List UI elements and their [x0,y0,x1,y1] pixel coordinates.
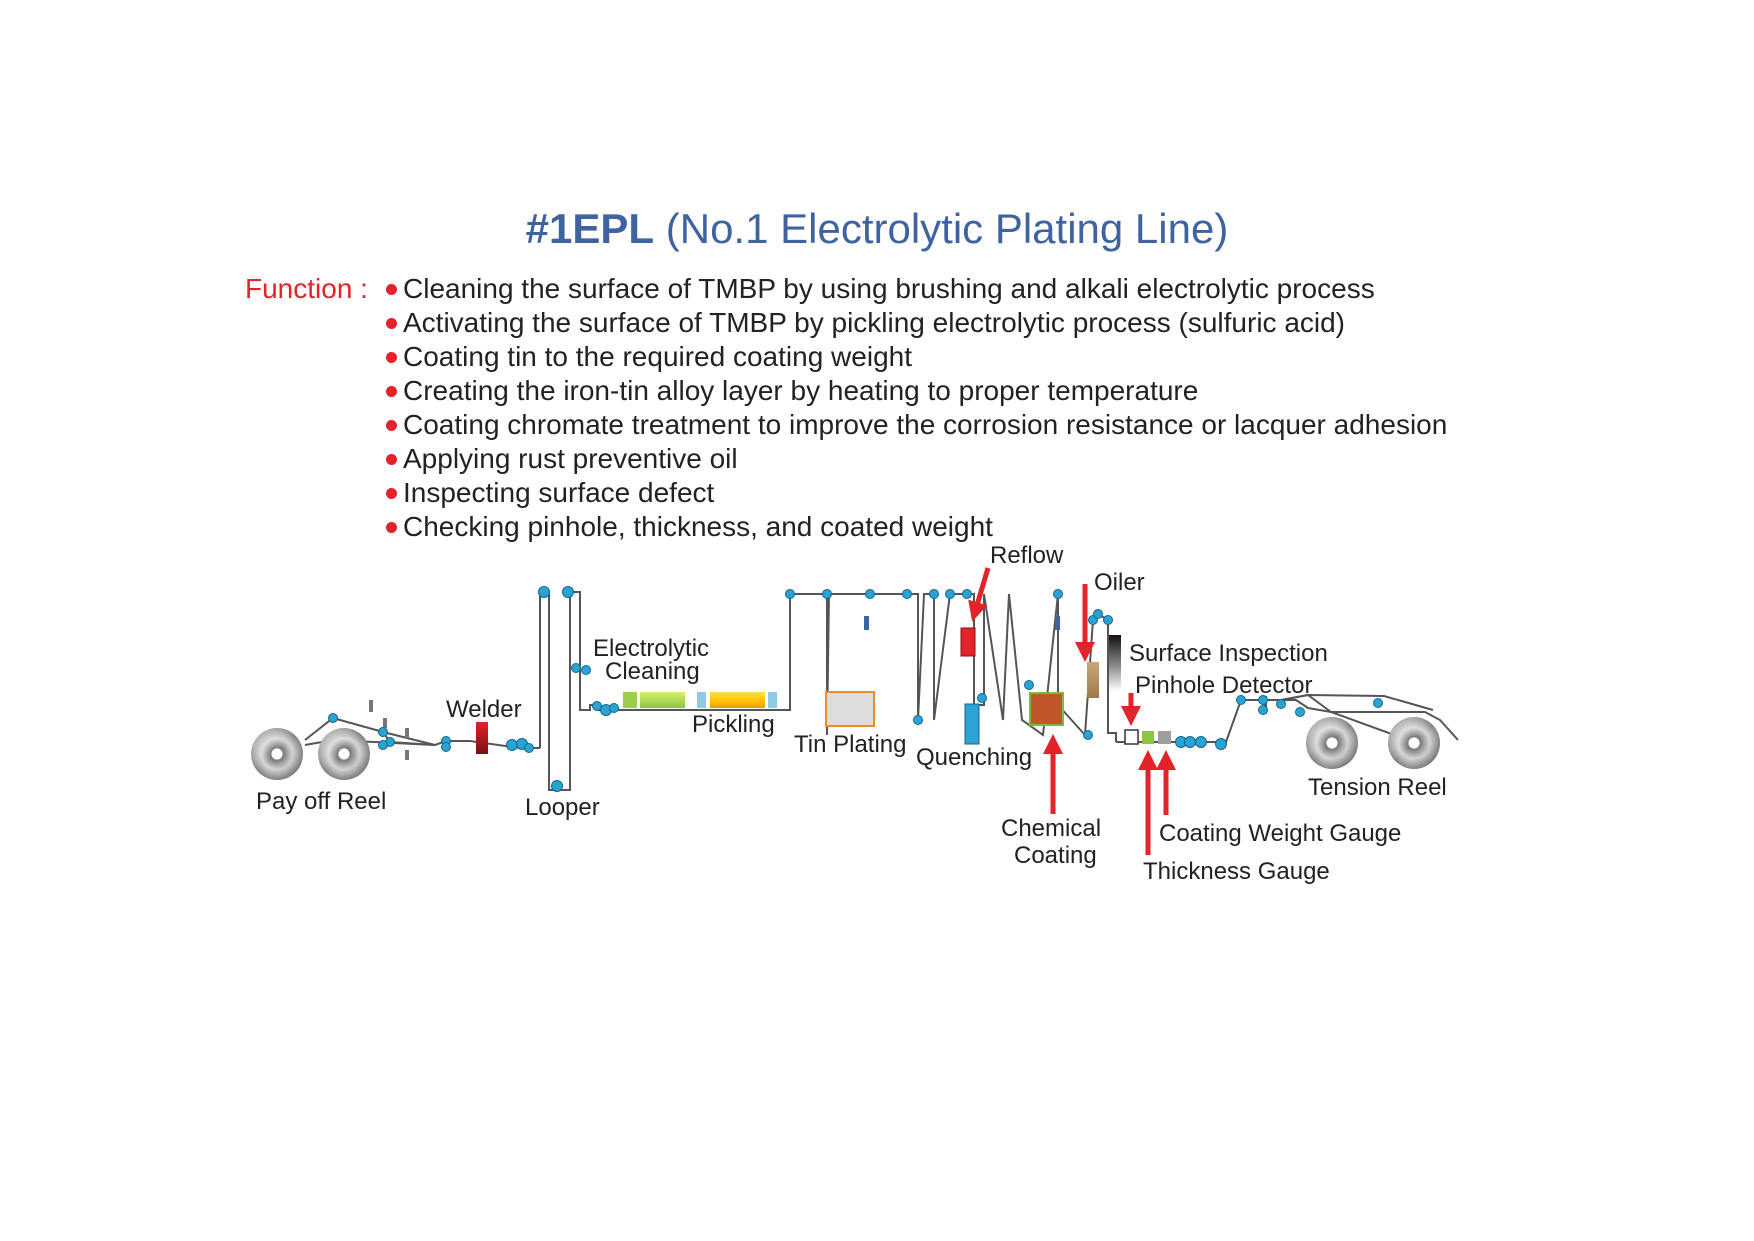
function-label: Function : [245,273,368,304]
indicator-arrows [968,567,1176,855]
chemical-sensor [1055,616,1060,630]
entry-shear [369,700,409,760]
function-item: Coating tin to the required coating weig… [386,340,1447,374]
function-item: Cleaning the surface of TMBP by using br… [386,272,1447,306]
title-full-name: (No.1 Electrolytic Plating Line) [665,205,1229,252]
function-item: Inspecting surface defect [386,476,1447,510]
page-title: #1EPL (No.1 Electrolytic Plating Line) [0,205,1754,253]
welder-label: Welder [446,696,522,723]
oiler-box [1087,662,1099,698]
thickness-gauge-box [1142,731,1154,744]
reflow-arrow [968,567,991,622]
tin-plating-sensor [864,616,869,630]
bullet-icon [386,352,397,363]
bullet-icon [386,420,397,431]
pay-off-reel-label: Pay off Reel [256,788,386,815]
function-item: Applying rust preventive oil [386,442,1447,476]
chemical-coating-label-1: Chemical [1001,815,1101,842]
rollers [328,586,1383,792]
bullet-icon [386,454,397,465]
exit-shear [1264,696,1267,714]
function-item: Checking pinhole, thickness, and coated … [386,510,1447,544]
pickling-label: Pickling [692,711,775,738]
quenching-tank [964,703,980,745]
surface-inspection-box [1109,635,1121,691]
title-code: #1EPL [525,205,655,252]
electrolytic-cleaning-label-2: Cleaning [605,658,700,685]
bullet-icon [386,488,397,499]
bullet-icon [386,386,397,397]
reflow-label: Reflow [990,542,1064,569]
coating-weight-gauge-box [1158,731,1171,744]
thickness-gauge-label: Thickness Gauge [1143,858,1330,885]
looper-label: Looper [525,794,600,821]
oiler-label: Oiler [1094,569,1145,596]
tin-plating-cell [825,691,875,727]
electrolytic-cleaning-label-1: Electrolytic [593,635,709,662]
chemical-coating-label-2: Coating [1014,842,1097,869]
function-item: Creating the iron-tin alloy layer by hea… [386,374,1447,408]
surface-inspection-label: Surface Inspection [1129,640,1328,667]
tin-plating-label: Tin Plating [794,731,907,758]
function-item: Coating chromate treatment to improve th… [386,408,1447,442]
cleaning-tank-1 [623,692,637,708]
pay-off-reel [251,728,370,780]
pickling-tank [710,692,765,708]
bullet-icon [386,318,397,329]
bullet-icon [386,284,397,295]
pinhole-detector-box [1124,729,1139,745]
rinse-tank-2 [768,692,777,708]
welder-box [476,722,488,754]
function-list: Cleaning the surface of TMBP by using br… [386,272,1447,544]
rinse-tank-1 [697,692,706,708]
chemical-coating-tank [1029,692,1064,726]
function-item: Activating the surface of TMBP by pickli… [386,306,1447,340]
quenching-label: Quenching [916,744,1032,771]
tension-reel-label: Tension Reel [1308,774,1447,801]
pinhole-detector-label: Pinhole Detector [1135,672,1312,699]
cleaning-tank-2 [640,692,685,708]
tension-reel [1306,717,1440,769]
bullet-icon [386,522,397,533]
reflow-furnace [960,627,976,657]
coating-weight-gauge-label: Coating Weight Gauge [1159,820,1401,847]
